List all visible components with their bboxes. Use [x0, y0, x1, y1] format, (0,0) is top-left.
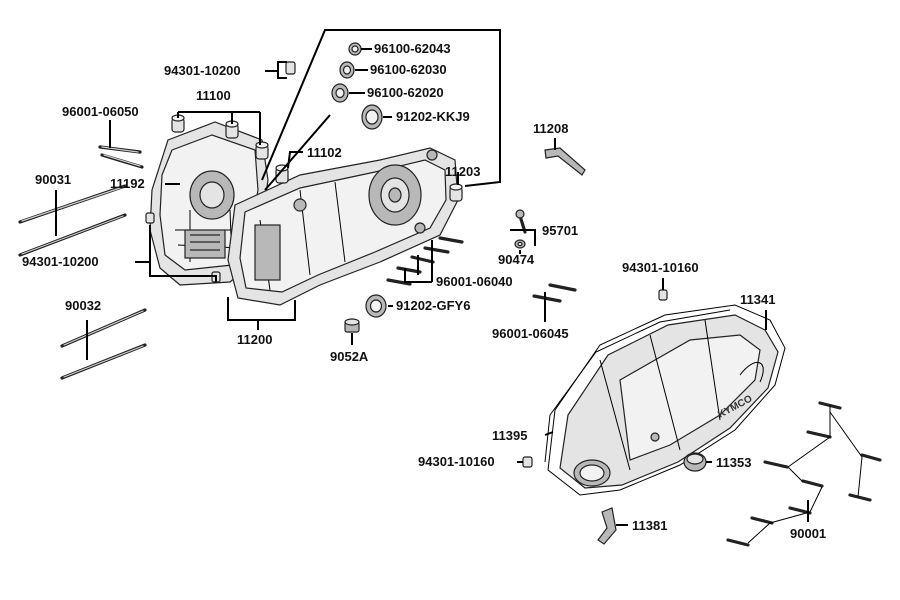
- bearing-96100-62030: [339, 61, 355, 79]
- studs-90032: [60, 308, 147, 380]
- bolt-95701: [515, 209, 527, 234]
- label-90031: 90031: [35, 172, 71, 187]
- label-94301-10160-bottom: 94301-10160: [418, 454, 495, 469]
- bolts-96001-06045: [532, 283, 577, 303]
- label-96100-62030: 96100-62030: [370, 62, 447, 77]
- label-11100: 11100: [196, 88, 231, 103]
- oil-seal-91202-GFY6: [365, 294, 387, 318]
- bolts-96001-06040: [386, 236, 464, 286]
- label-96001-06040: 96001-06040: [436, 274, 513, 289]
- label-9052A: 9052A: [330, 349, 369, 364]
- leader-lines: [55, 29, 809, 526]
- label-11395: 11395: [492, 428, 527, 443]
- label-91202-GFY6: 91202-GFY6: [396, 298, 470, 313]
- part-labels: 96100-62043 96100-62030 96100-62020 9120…: [22, 41, 826, 541]
- label-90032: 90032: [65, 298, 101, 313]
- dowel-94301-10200-top: [285, 61, 296, 75]
- label-11200: 11200: [237, 332, 272, 347]
- left-crankcase-cover: KYMCO: [547, 304, 786, 496]
- washer-90474: [514, 239, 526, 249]
- crankcase-right-half: [227, 147, 459, 306]
- label-96001-06045: 96001-06045: [492, 326, 569, 341]
- seal-96100-62043: [348, 42, 362, 56]
- dowel-11203: [449, 183, 463, 202]
- label-96100-62020: 96100-62020: [367, 85, 444, 100]
- dowel-pins-11100: [171, 114, 269, 160]
- clip-11381: [597, 507, 617, 545]
- label-90001: 90001: [790, 526, 826, 541]
- label-91202-KKJ9: 91202-KKJ9: [396, 109, 470, 124]
- label-11203: 11203: [445, 164, 480, 179]
- label-96001-06050: 96001-06050: [62, 104, 139, 119]
- label-94301-10200-left: 94301-10200: [22, 254, 99, 269]
- label-95701: 95701: [542, 223, 578, 238]
- dowel-11102: [275, 164, 289, 184]
- gasket-11395: [544, 309, 731, 463]
- studs-90031: [18, 184, 127, 257]
- label-94301-10160-top: 94301-10160: [622, 260, 699, 275]
- bolts-90001: [726, 401, 882, 547]
- cap-11353: [683, 452, 707, 472]
- label-90474: 90474: [498, 252, 535, 267]
- bolts-96001-06050: [98, 145, 144, 169]
- dowel-94301-10160-top: [658, 289, 668, 301]
- label-11381: 11381: [632, 518, 667, 533]
- label-94301-10200-top: 94301-10200: [164, 63, 241, 78]
- label-11353: 11353: [716, 455, 751, 470]
- label-11341: 11341: [740, 292, 775, 307]
- label-11102: 11102: [307, 145, 342, 160]
- bracket-11208: [544, 147, 586, 176]
- label-11208: 11208: [533, 121, 568, 136]
- label-96100-62043: 96100-62043: [374, 41, 451, 56]
- label-11192: 11192: [110, 176, 145, 191]
- dowel-94301-10160-bottom: [522, 456, 533, 468]
- oil-seal-91202-KKJ9: [361, 104, 383, 130]
- drain-plug-9052A: [344, 318, 360, 333]
- bearing-96100-62020: [331, 83, 349, 103]
